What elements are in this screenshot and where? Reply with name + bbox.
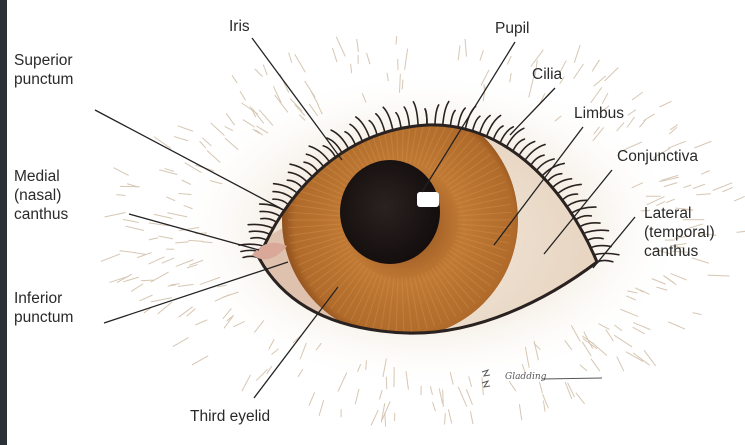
label-superior-punctum: Superior punctum (14, 51, 73, 89)
label-cilia: Cilia (532, 65, 562, 84)
eye-diagram: Iris Pupil Cilia Limbus Conjunctiva Late… (7, 0, 745, 445)
label-lateral-canthus: Lateral (temporal) canthus (644, 204, 715, 261)
label-conjunctiva: Conjunctiva (617, 147, 698, 166)
eye-illustration (7, 0, 745, 445)
pupil (340, 160, 440, 264)
label-pupil: Pupil (495, 19, 529, 38)
artist-signature: Gladding (505, 372, 546, 382)
label-limbus: Limbus (574, 104, 624, 123)
label-third-eyelid: Third eyelid (190, 407, 270, 426)
label-iris: Iris (229, 17, 250, 36)
corneal-reflection (417, 192, 439, 207)
label-inferior-punctum: Inferior punctum (14, 289, 73, 327)
label-medial-canthus: Medial (nasal) canthus (14, 167, 68, 224)
